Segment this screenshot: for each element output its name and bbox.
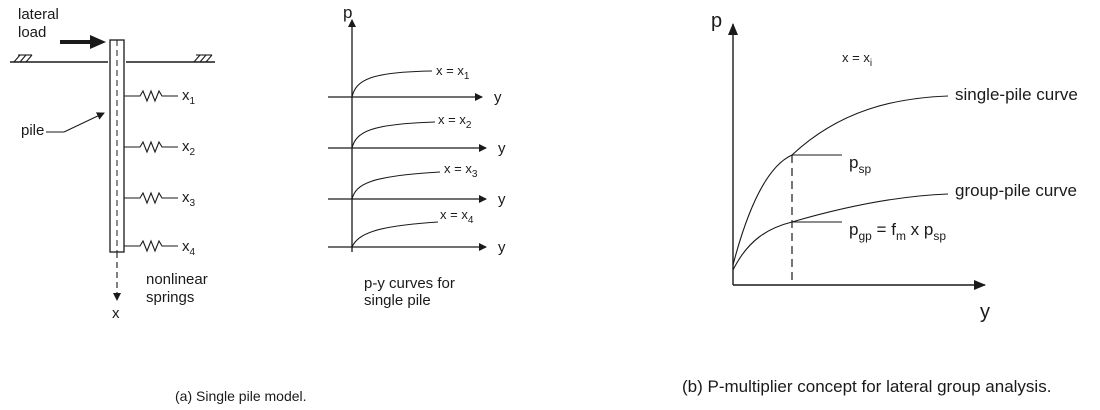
springs-label-line2: springs: [146, 289, 194, 306]
group-pile-curve: [732, 193, 949, 271]
py-curve-2: [351, 121, 436, 149]
depth-label: x = xi: [842, 50, 872, 69]
py-curves: p y y y y x = x1 x = x2 x = x3 x = x4 p-…: [328, 3, 506, 309]
lateral-load-arrow: [60, 35, 106, 49]
spring-2: [124, 140, 178, 154]
py-caption-line2: single pile: [364, 292, 431, 309]
ground-surface: [10, 54, 215, 63]
spring-label-3: x3: [182, 189, 196, 209]
spring-label-4: x4: [182, 238, 196, 258]
caption-a: (a) Single pile model.: [175, 388, 307, 404]
x-axis-label: x: [112, 305, 120, 322]
caption-b: (b) P-multiplier concept for lateral gro…: [682, 377, 1051, 396]
single-pile-curve: [732, 95, 949, 266]
p-axis-label: p: [711, 10, 722, 32]
ground-hatch-right: [193, 54, 213, 63]
spring-4: [124, 239, 178, 253]
py-p-label: p: [343, 3, 352, 22]
single-pile-curve-label: single-pile curve: [955, 85, 1078, 104]
py-curve-label-1: x = x1: [436, 63, 470, 82]
py-curve-3: [351, 171, 441, 200]
py-y-label-1: y: [494, 89, 502, 106]
pile-label-leader: [46, 112, 105, 133]
py-curve-4: [351, 221, 439, 248]
py-y-label-2: y: [498, 140, 506, 157]
pile: [109, 39, 125, 253]
py-y-label-4: y: [498, 239, 506, 256]
py-curve-label-4: x = x4: [440, 207, 474, 226]
lateral-load-label-line1: lateral: [18, 6, 59, 23]
panel-a-single-pile-model: lateral load x: [10, 3, 506, 404]
spring-label-2: x2: [182, 138, 196, 158]
pgp-equation: pgp = fm x psp: [849, 220, 946, 243]
py-caption-line1: p-y curves for: [364, 275, 455, 292]
group-pile-curve-label: group-pile curve: [955, 181, 1077, 200]
spring-1: [124, 89, 178, 103]
py-curve-label-3: x = x3: [444, 161, 478, 180]
py-curve-1: [351, 70, 433, 98]
py-y-label-3: y: [498, 191, 506, 208]
spring-label-1: x1: [182, 87, 196, 107]
pile-label: pile: [21, 122, 44, 139]
spring-3: [124, 191, 178, 205]
ground-hatch-left: [13, 54, 33, 63]
py-curve-label-2: x = x2: [438, 112, 472, 131]
panel-b-p-multiplier: p y x = xi single-pile curve group-pile …: [682, 10, 1078, 396]
springs-label-line1: nonlinear: [146, 271, 208, 288]
y-axis-label: y: [980, 301, 990, 323]
psp-label: psp: [849, 153, 871, 176]
lateral-load-label-line2: load: [18, 24, 46, 41]
